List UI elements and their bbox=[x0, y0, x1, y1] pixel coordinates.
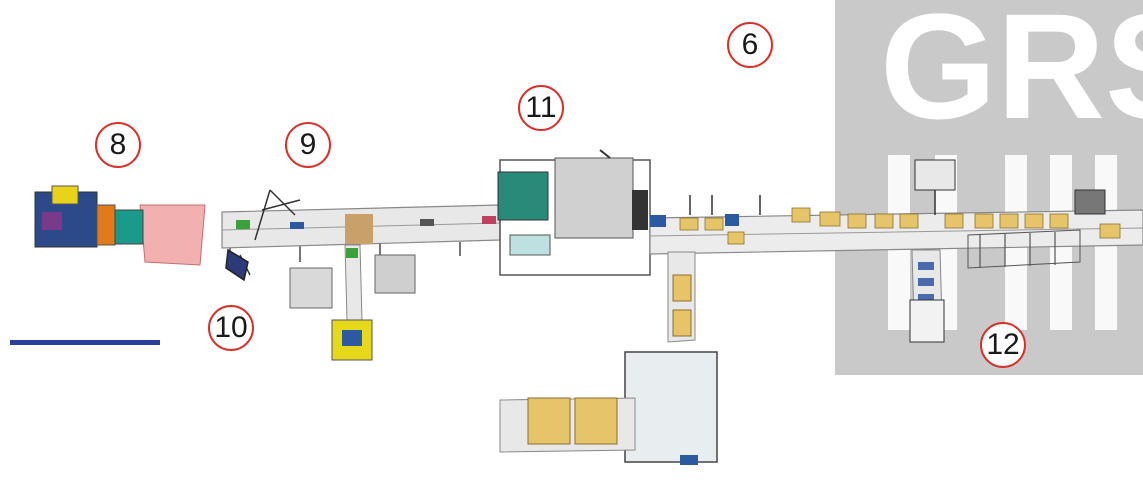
teal-unit bbox=[497, 171, 549, 221]
station-11-machine bbox=[497, 149, 651, 276]
line-posts bbox=[689, 195, 761, 215]
station-9-frame bbox=[225, 189, 301, 282]
pallet-box-1 bbox=[527, 397, 571, 445]
pallet-box-2 bbox=[574, 397, 618, 445]
scale-bar bbox=[10, 340, 160, 345]
palletizer bbox=[499, 351, 718, 465]
watermark: GRS bbox=[835, 0, 1143, 375]
white-unit bbox=[909, 299, 945, 343]
callout-6: 6 bbox=[727, 22, 773, 68]
right-conveyor bbox=[649, 195, 1143, 255]
station-8-machine bbox=[34, 185, 206, 266]
machine-housing bbox=[554, 157, 634, 239]
conveyor-wood-section bbox=[345, 214, 373, 244]
green-item bbox=[236, 220, 250, 229]
gray-bin-2 bbox=[374, 254, 416, 294]
callout-10: 10 bbox=[208, 305, 254, 351]
dark-item bbox=[420, 219, 434, 226]
machine-purple-part bbox=[42, 212, 62, 230]
watermark-text: GRS bbox=[880, 0, 1143, 150]
down-conveyor bbox=[667, 251, 696, 343]
callout-8: 8 bbox=[95, 122, 141, 168]
station-10-branch bbox=[289, 244, 416, 361]
callout-12: 12 bbox=[980, 322, 1026, 368]
callout-9: 9 bbox=[285, 122, 331, 168]
machine-teal-part bbox=[114, 209, 144, 245]
palletizer-cabinet bbox=[624, 351, 718, 463]
machine-yellow-top bbox=[51, 185, 79, 205]
machine-orange-part bbox=[96, 204, 116, 246]
gray-bin-1 bbox=[289, 267, 333, 309]
blue-item bbox=[290, 222, 304, 229]
red-item bbox=[482, 216, 496, 224]
main-conveyor bbox=[221, 204, 501, 262]
station-12-packing bbox=[909, 159, 1106, 343]
callout-11: 11 bbox=[518, 85, 564, 131]
watermark-panel bbox=[835, 0, 1143, 375]
boxes-on-line bbox=[679, 207, 1121, 245]
pink-hopper bbox=[139, 204, 206, 266]
